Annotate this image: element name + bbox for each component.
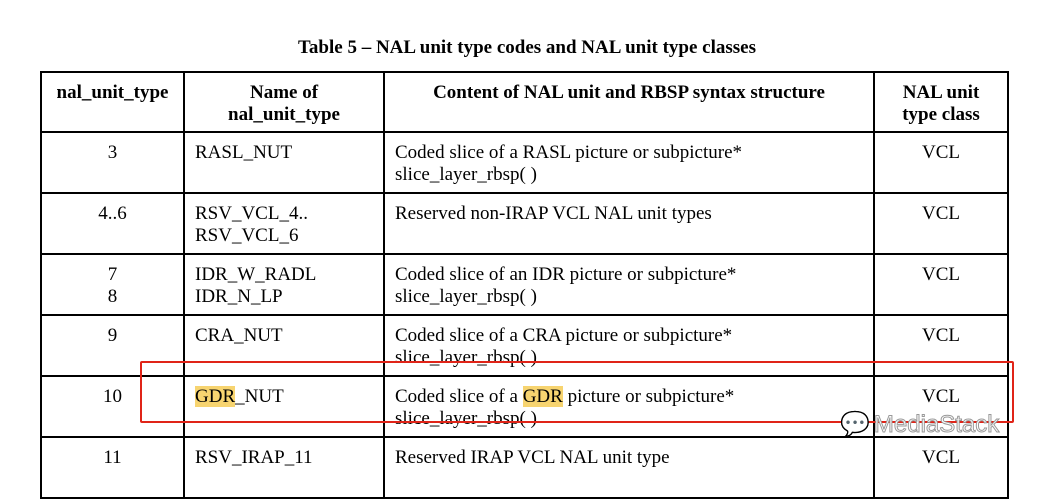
table-row: 11 RSV_IRAP_11 Reserved IRAP VCL NAL uni…	[40, 436, 1009, 499]
table-title: Table 5 – NAL unit type codes and NAL un…	[297, 37, 756, 58]
cell-content: Reserved IRAP VCL NAL unit type	[383, 436, 875, 499]
type-line: 7	[107, 264, 118, 285]
cell-type: 9	[40, 314, 185, 377]
content-text: Coded slice of a	[395, 386, 523, 407]
nal-unit-type-table: nal_unit_type Name of nal_unit_type Cont…	[40, 71, 1009, 499]
watermark-text: MediaStack	[873, 410, 1000, 438]
type-line: 8	[107, 286, 118, 307]
cell-type: 3	[40, 131, 185, 194]
table-header: nal_unit_type Name of nal_unit_type Cont…	[40, 71, 1009, 133]
cell-class: VCL	[873, 192, 1009, 255]
header-nal-unit-type: nal_unit_type	[40, 71, 185, 133]
content-syntax: slice_layer_rbsp( )	[395, 164, 537, 185]
wechat-icon: 💬	[840, 411, 871, 439]
cell-content: Coded slice of a RASL picture or subpict…	[383, 131, 875, 194]
header-content: Content of NAL unit and RBSP syntax stru…	[383, 71, 875, 133]
content-line: Coded slice of a RASL picture or subpict…	[395, 142, 743, 163]
table-row: 4..6 RSV_VCL_4..RSV_VCL_6 Reserved non-I…	[40, 192, 1009, 255]
name-line: RSV_VCL_6	[195, 225, 299, 246]
cell-class: VCL	[873, 436, 1009, 499]
cell-name: CRA_NUT	[183, 314, 385, 377]
cell-content: Coded slice of an IDR picture or subpict…	[383, 253, 875, 316]
content-text: picture or subpicture*	[562, 386, 735, 407]
cell-name: GDR_NUT	[183, 375, 385, 438]
red-highlight-box	[140, 361, 1014, 423]
table-row: 3 RASL_NUT Coded slice of a RASL picture…	[40, 131, 1009, 194]
cell-type: 10	[40, 375, 185, 438]
content-syntax: slice_layer_rbsp( )	[395, 286, 537, 307]
header-class: NAL unit type class	[873, 71, 1009, 133]
cell-class: VCL	[873, 253, 1009, 316]
cell-name: RSV_VCL_4..RSV_VCL_6	[183, 192, 385, 255]
cell-name: RASL_NUT	[183, 131, 385, 194]
cell-class: VCL	[873, 375, 1009, 438]
table-row-gdr: 10 GDR_NUT Coded slice of a GDR picture …	[40, 375, 1009, 438]
highlight-gdr: GDR	[195, 386, 236, 407]
name-line: IDR_N_LP	[195, 286, 283, 307]
highlight-gdr: GDR	[522, 386, 563, 407]
cell-type: 4..6	[40, 192, 185, 255]
cell-content: Coded slice of a CRA picture or subpictu…	[383, 314, 875, 377]
name-line: RSV_VCL_4..	[195, 203, 308, 224]
cell-type: 11	[40, 436, 185, 499]
name-line: IDR_W_RADL	[195, 264, 317, 285]
name-rest: _NUT	[235, 386, 284, 407]
content-line: Coded slice of an IDR picture or subpict…	[395, 264, 737, 285]
content-syntax: slice_layer_rbsp( )	[395, 408, 537, 429]
header-name: Name of nal_unit_type	[183, 71, 385, 133]
content-line: Coded slice of a CRA picture or subpictu…	[395, 325, 733, 346]
cell-class: VCL	[873, 314, 1009, 377]
cell-content: Coded slice of a GDR picture or subpictu…	[383, 375, 875, 438]
cell-class: VCL	[873, 131, 1009, 194]
cell-content: Reserved non-IRAP VCL NAL unit types	[383, 192, 875, 255]
watermark: 💬MediaStack	[840, 410, 1000, 439]
table-row: 9 CRA_NUT Coded slice of a CRA picture o…	[40, 314, 1009, 377]
cell-name: RSV_IRAP_11	[183, 436, 385, 499]
